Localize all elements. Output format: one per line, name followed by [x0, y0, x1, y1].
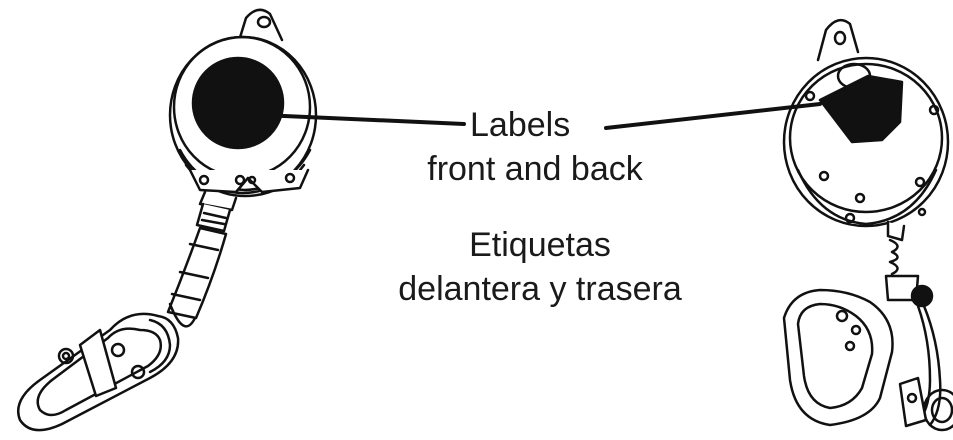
right-leader-line: [604, 102, 822, 130]
label-english-line2: front and back: [427, 150, 643, 188]
front-label-disc: [191, 56, 285, 150]
left-device-front-icon: [17, 8, 466, 432]
right-device-back-icon: [604, 18, 953, 432]
label-spanish-line2: delantera y trasera: [398, 270, 682, 308]
right-snap-hook-icon: [782, 288, 928, 428]
label-english-line1: Labels: [470, 106, 571, 144]
left-snap-hook-icon: [17, 312, 180, 432]
label-spanish-line1: Etiquetas: [469, 226, 611, 264]
back-label-polygon: [818, 74, 904, 144]
left-leader-line: [260, 113, 466, 126]
